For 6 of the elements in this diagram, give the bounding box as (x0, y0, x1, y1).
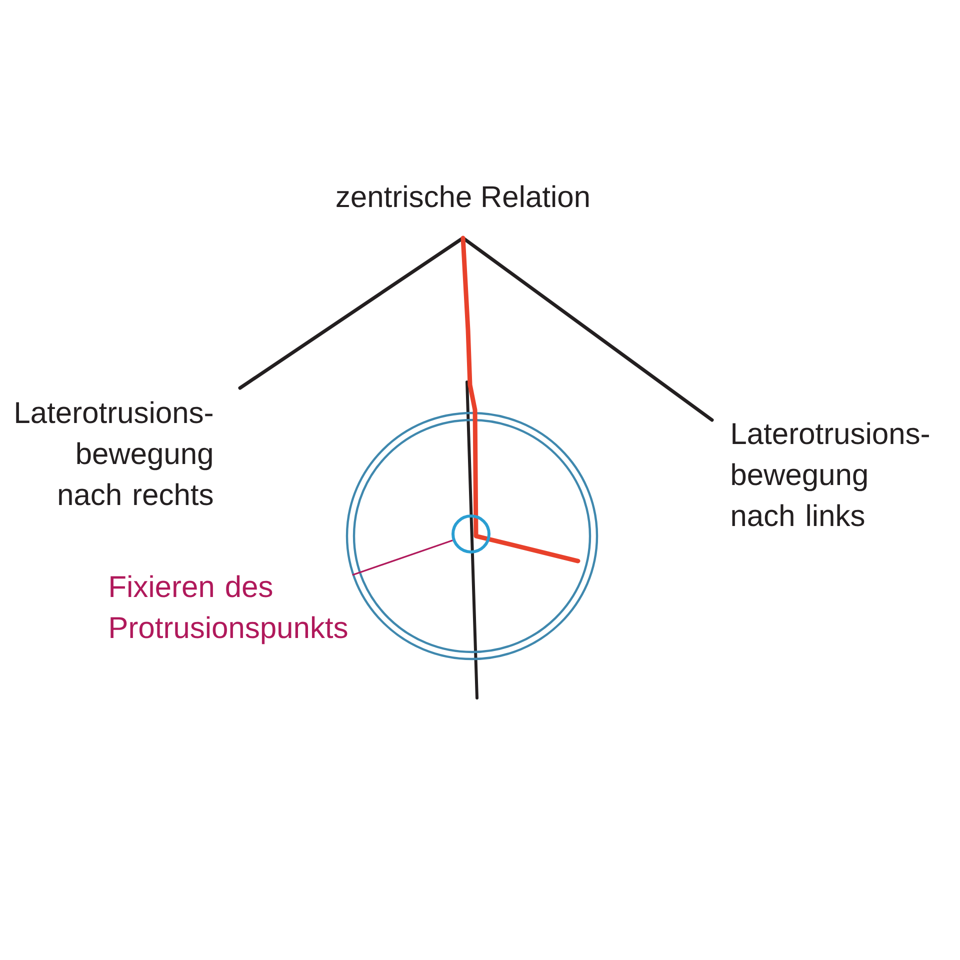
leader-line (352, 540, 453, 576)
point-label: zentrische Relation (336, 185, 589, 208)
small-circle (452, 514, 490, 554)
callout-label: Fixieren des Protrusionspunkts (110, 575, 348, 644)
movement-label: Laterotrusions- bewegung nach rechts (16, 401, 213, 506)
movement-label: Laterotrusions- bewegung nach links (732, 422, 929, 526)
